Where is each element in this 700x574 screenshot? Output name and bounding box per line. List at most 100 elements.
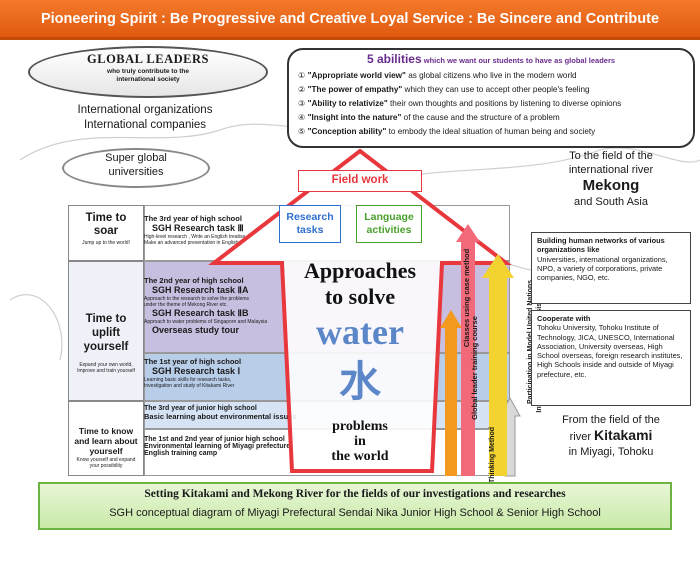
orgs-line-2: International companies: [83, 119, 207, 131]
know-sub-line-2: your possibility: [89, 463, 123, 469]
hs2-desc-a-1: Approach to the research to solve the pr…: [144, 296, 250, 302]
super-global-line-1: Super global: [105, 152, 167, 164]
super-global-oval: [62, 148, 210, 188]
kitakami-line-1: From the field of the: [562, 414, 660, 426]
hs2-task-b: SGH Research task ⅡB: [152, 308, 249, 318]
hs1-desc-2: Investigation and study of Kitakami Rive…: [144, 383, 235, 389]
mekong-text: To the field of the international river …: [525, 149, 697, 209]
ability-desc: of the cause and the structure of a prob…: [401, 113, 560, 122]
hs3-desc-2: Make an advanced presentation in English: [144, 240, 239, 246]
problems-text: problems in the world: [282, 419, 438, 464]
ability-item-1: ① "Appropriate world view" as global cit…: [298, 70, 577, 80]
mekong-line-1: To the field of the: [569, 150, 653, 162]
case-method-label: Classes using case method: [462, 248, 471, 348]
ability-item-3: ③ "Ability to relativize" their own thou…: [298, 98, 621, 108]
ability-item-5: ⑤ "Conception ability" to embody the ide…: [298, 126, 595, 136]
water-text: water: [316, 312, 404, 352]
hs3-desc-1: High-level research , Write an English t…: [144, 234, 249, 240]
global-leaders-subtitle: who truly contribute to the internationa…: [28, 68, 268, 84]
ability-num: ④: [298, 113, 306, 122]
jh3-desc: Basic learning about environmental issue…: [144, 412, 297, 421]
hs3-head: The 3rd year of high school: [144, 214, 242, 223]
know-sub-line-1: Know yourself and expand: [76, 457, 136, 463]
stage-cell-know: Time to know and learn about yourself Kn…: [68, 401, 144, 476]
approaches-line-1: Approaches: [303, 258, 417, 283]
ability-name: "Appropriate world view": [307, 71, 406, 80]
ability-desc: to embody the ideal situation of human b…: [386, 127, 596, 136]
kitakami-text: From the field of the river Kitakami in …: [525, 413, 697, 460]
ability-name: "Ability to relativize": [307, 99, 388, 108]
soar-title-line-2: soar: [93, 225, 119, 237]
language-line-1: Language: [364, 211, 414, 223]
hs2-tour: Overseas study tour: [152, 325, 240, 335]
year-hs1: The 1st year of high school SGH Research…: [144, 357, 306, 389]
ability-name: "Conception ability": [307, 127, 387, 136]
language-line-2: activities: [366, 224, 412, 236]
year-jh12: The 1st and 2nd year of junior high scho…: [144, 436, 306, 457]
coop-body: Tohoku University, Tohoku Institute of T…: [537, 323, 683, 379]
water-kanji: 水: [338, 360, 381, 406]
research-line-2: tasks: [296, 224, 324, 236]
soar-title-line-1: Time to: [85, 212, 127, 224]
leaders-subtitle-line-1: who truly contribute to the: [107, 68, 189, 75]
stage-uplift-title: Time to uplift yourself: [69, 312, 143, 354]
banner-text: Pioneering Spirit : Be Progressive and C…: [40, 10, 660, 27]
year-jh3: The 3rd year of junior high school Basic…: [144, 405, 306, 421]
approaches-text: Approaches to solve: [262, 258, 458, 310]
five-abilities-box: [287, 48, 695, 148]
ability-item-2: ② "The power of empathy" which they can …: [298, 84, 590, 94]
uplift-sub-line-2: Improve and train yourself: [77, 368, 135, 374]
five-abilities-title: 5 abilities which we want our students t…: [287, 52, 695, 66]
stage-cell-uplift: Time to uplift yourself Expand your own …: [68, 261, 144, 401]
ability-item-4: ④ "Insight into the nature" of the cause…: [298, 112, 560, 122]
ability-num: ⑤: [298, 127, 306, 136]
vertical-arrows: [440, 224, 521, 477]
global-leaders-title: GLOBAL LEADERS: [87, 52, 209, 66]
hs1-desc-1: Learning basic skills for research tasks…: [144, 377, 232, 383]
network-box: Building human networks of various organ…: [531, 232, 691, 304]
stage-uplift-sub: Expand your own world, Improve and train…: [69, 362, 143, 374]
problems-line-1: problems: [332, 419, 388, 434]
global-leaders-oval: [28, 46, 268, 98]
jh12-head: The 1st and 2nd year of junior high scho…: [144, 436, 285, 443]
ability-num: ①: [298, 71, 306, 80]
kitakami-line-2: river: [569, 431, 595, 443]
bottom-line-2: SGH conceptual diagram of Miyagi Prefect…: [109, 507, 601, 519]
ability-num: ②: [298, 85, 306, 94]
stage-know-title: Time to know and learn about yourself: [69, 426, 143, 456]
research-line-1: Research: [286, 211, 334, 223]
hs2-desc-a-2: under the theme of Mekong River etc.: [144, 302, 228, 308]
field-work-label: Field work: [331, 174, 389, 186]
year-hs2: The 2nd year of high school SGH Research…: [144, 276, 306, 335]
hs2-desc-b-1: Approach to water problems of Singapore …: [144, 319, 268, 325]
mekong-line-3: and South Asia: [573, 196, 648, 208]
problems-line-2: in: [354, 434, 366, 449]
kitakami-name: Kitakami: [594, 427, 653, 443]
hs2-head: The 2nd year of high school: [144, 276, 244, 285]
super-global-line-2: universities: [108, 166, 164, 178]
mekong-name: Mekong: [582, 177, 640, 194]
field-work-box: Field work: [298, 170, 422, 192]
network-title: Building human networks of various organ…: [537, 236, 665, 255]
language-activities-box: Language activities: [356, 205, 422, 243]
stage-cell-soar: Time to soar Jump up to the world!: [68, 205, 144, 261]
hs2-task-a: SGH Research task ⅡA: [152, 285, 249, 295]
year-hs3: The 3rd year of high school SGH Research…: [144, 214, 306, 246]
stage-know-sub: Know yourself and expand your possibilit…: [69, 457, 143, 469]
super-global-text: Super global universities: [62, 151, 210, 179]
mekong-line-2: international river: [568, 164, 654, 176]
orgs-line-1: International organizations: [77, 104, 213, 116]
stage-soar-sub: Jump up to the world!: [82, 240, 130, 246]
bottom-caption-bar: [38, 482, 672, 530]
hs3-task: SGH Research task Ⅲ: [152, 223, 244, 233]
jh12-desc-1: Environmental learning of Miyagi prefect…: [144, 443, 293, 450]
know-title-line-2: and learn about: [74, 436, 138, 446]
ability-desc: their own thoughts and positions by list…: [387, 99, 622, 108]
organizations-text: International organizations Internationa…: [50, 103, 240, 133]
uplift-sub-line-1: Expand your own world,: [79, 362, 133, 368]
header-banner: Pioneering Spirit : Be Progressive and C…: [0, 0, 700, 40]
ability-name: "Insight into the nature": [307, 113, 402, 122]
coop-box: Cooperate with Tohoku University, Tohoku…: [531, 310, 691, 406]
know-title-line-3: yourself: [89, 446, 123, 456]
ability-desc: as global citizens who live in the moder…: [405, 71, 577, 80]
